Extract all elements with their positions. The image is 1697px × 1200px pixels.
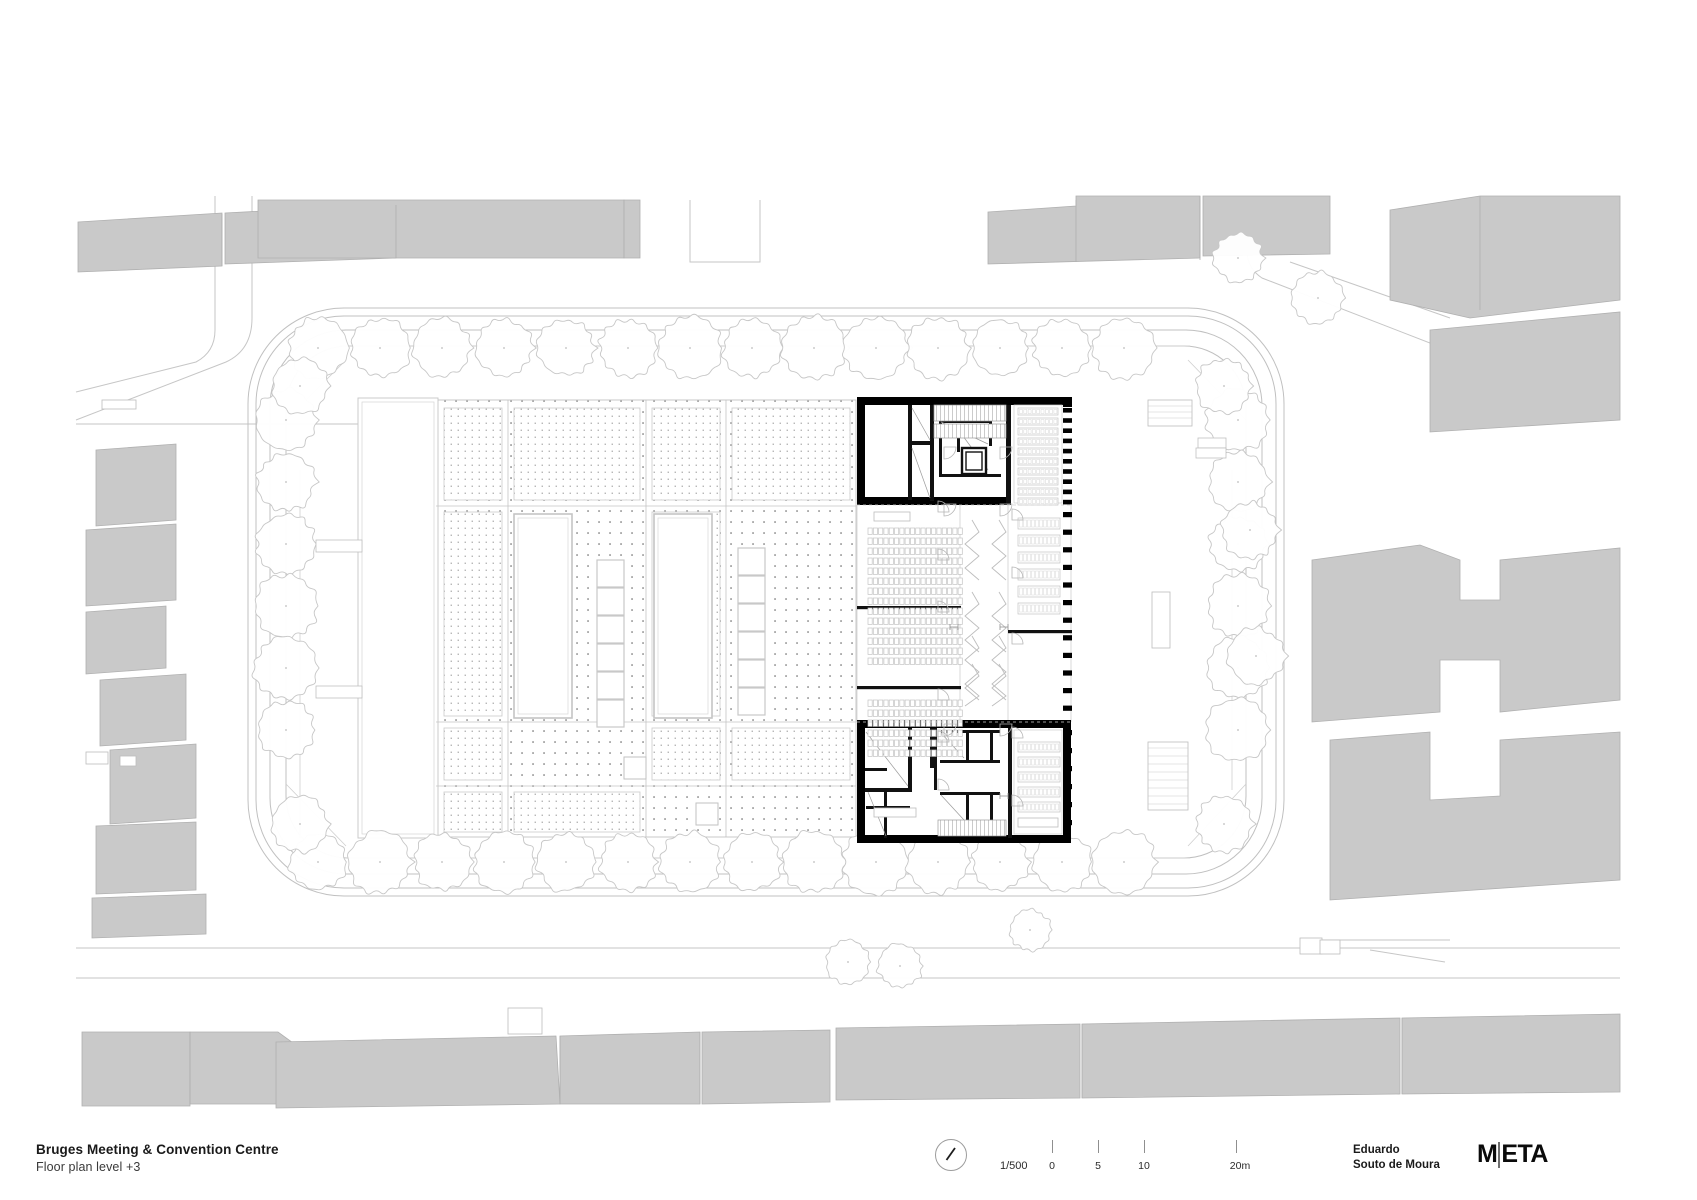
convention-centre-building bbox=[856, 397, 1072, 843]
context-small-structures bbox=[85, 399, 1341, 1035]
drawing-subtitle: Floor plan level +3 bbox=[36, 1159, 141, 1174]
architect-credit: Eduardo Souto de Moura bbox=[1353, 1143, 1440, 1172]
scale-tick-label: 10 bbox=[1138, 1160, 1150, 1172]
scale-tick-label: 20m bbox=[1229, 1160, 1251, 1172]
scale-tick-label: 5 bbox=[1095, 1160, 1101, 1172]
north-arrow-icon bbox=[935, 1139, 967, 1171]
meeting-room-seating-right bbox=[1017, 407, 1061, 813]
meta-logo-divider bbox=[1498, 1142, 1501, 1168]
context-building-divisions bbox=[189, 196, 1481, 1104]
page-title: Bruges Meeting & Convention Centre bbox=[36, 1142, 279, 1157]
architect-name-line1: Eduardo bbox=[1353, 1144, 1400, 1156]
titleblock: Bruges Meeting & Convention Centre Floor… bbox=[36, 1141, 279, 1175]
scale-ratio-label: 1/500 bbox=[1000, 1160, 1028, 1172]
auditorium-seating-left bbox=[867, 527, 963, 757]
podium-table bbox=[873, 511, 1059, 828]
context-buildings bbox=[77, 195, 1621, 1109]
circulation-zigzag bbox=[964, 519, 1007, 707]
external-stair bbox=[1147, 399, 1193, 811]
meta-logo: M ETA bbox=[1477, 1139, 1548, 1168]
tree-canopy-ring bbox=[251, 231, 1347, 989]
west-pavilion bbox=[315, 437, 1227, 699]
rooflight-module-strip bbox=[596, 547, 766, 728]
meta-logo-eta: ETA bbox=[1501, 1139, 1548, 1168]
skylight bbox=[513, 513, 713, 719]
plaza-roof bbox=[357, 397, 857, 839]
door-swing bbox=[937, 446, 1024, 807]
scale-tick-label: 0 bbox=[1049, 1160, 1055, 1172]
central-band bbox=[856, 505, 1072, 722]
east-facade-mullions bbox=[1063, 397, 1072, 826]
dimension-marker bbox=[949, 624, 1009, 799]
architect-name-line2: Souto de Moura bbox=[1353, 1158, 1440, 1171]
meta-logo-m: M bbox=[1477, 1139, 1498, 1168]
